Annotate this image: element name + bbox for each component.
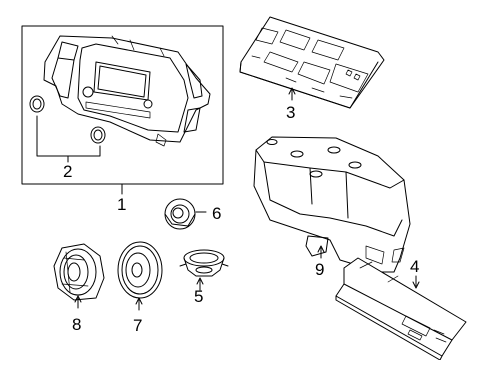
callout-8: 8 (72, 315, 81, 334)
callout-5: 5 (194, 287, 203, 306)
callout-9: 9 (315, 260, 324, 279)
callout-7: 7 (133, 316, 142, 335)
callout-3: 3 (286, 103, 295, 122)
knob-right (90, 126, 106, 144)
callout-2: 2 (63, 162, 72, 181)
part-3-circuit-board[interactable]: 3 (239, 16, 385, 122)
part-9-amplifier[interactable]: 9 (253, 136, 411, 279)
knob-left (29, 95, 45, 113)
part-7-woofer[interactable]: 7 (117, 241, 163, 335)
callout-4: 4 (410, 257, 419, 276)
callout-6: 6 (212, 204, 221, 223)
part-8-door-speaker[interactable]: 8 (53, 243, 105, 334)
part-6-tweeter[interactable]: 6 (164, 198, 221, 230)
leader-2 (36, 115, 101, 163)
callout-1: 1 (117, 195, 126, 214)
part-4-control-module[interactable]: 4 (335, 257, 467, 361)
part-5-midrange-speaker[interactable]: 5 (179, 249, 229, 306)
display-bezel (43, 35, 211, 147)
part-1-display-assembly[interactable]: 2 1 (21, 25, 224, 214)
